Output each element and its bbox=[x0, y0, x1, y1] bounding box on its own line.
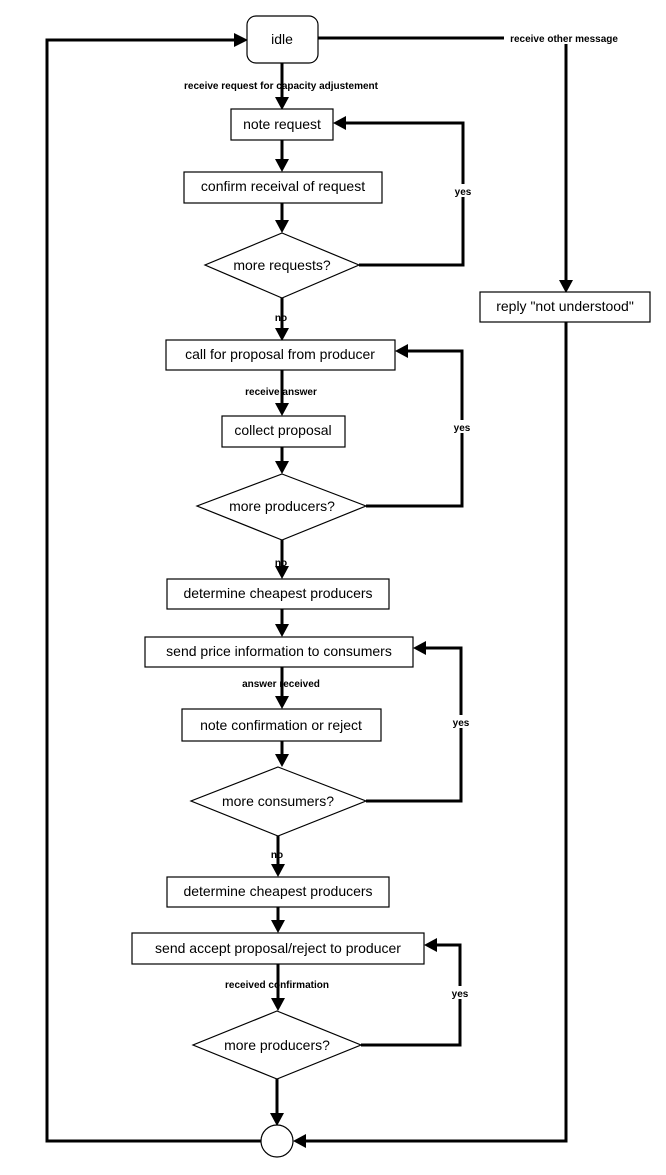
yes-requests-bg bbox=[452, 184, 474, 197]
loop-back-edge bbox=[45, 38, 262, 1143]
arrowhead bbox=[275, 159, 289, 172]
arrowhead bbox=[271, 920, 285, 933]
yes-producers2-bg bbox=[448, 986, 472, 999]
send-accept-box bbox=[131, 932, 425, 965]
collect-proposal-label: collect proposal bbox=[234, 422, 331, 438]
confirm-receival-label: confirm receival of request bbox=[201, 178, 365, 194]
receive-request-label: receive request for capacity adjustement bbox=[184, 81, 379, 92]
more-producers-decision-1 bbox=[195, 473, 368, 541]
determine-cheapest-label-2: determine cheapest producers bbox=[183, 883, 372, 899]
received-confirmation-label: received confirmation bbox=[225, 980, 329, 991]
other-message-edge bbox=[318, 36, 568, 282]
note-confirmation-label: note confirmation or reject bbox=[200, 717, 362, 733]
arrowhead bbox=[275, 220, 289, 233]
send-price-info-box bbox=[144, 636, 414, 668]
more-producers-decision-2 bbox=[191, 1010, 363, 1080]
send-accept-label: send accept proposal/reject to producer bbox=[155, 940, 401, 956]
determine-cheapest-box-1 bbox=[166, 578, 390, 610]
arrowhead bbox=[275, 97, 289, 110]
arrowhead bbox=[559, 280, 573, 293]
more-producers-label-1: more producers? bbox=[229, 498, 335, 514]
note-request-label: note request bbox=[243, 116, 321, 132]
producers1-yes-loop-edge bbox=[366, 349, 464, 508]
arrowhead bbox=[275, 403, 289, 416]
reply-not-understood-label: reply "not understood" bbox=[496, 298, 634, 314]
no-requests-label: no bbox=[275, 313, 287, 324]
reply-to-end-edge bbox=[304, 322, 568, 1143]
arrowhead bbox=[275, 696, 289, 709]
yes-requests-label: yes bbox=[455, 187, 472, 198]
end-state bbox=[260, 1124, 294, 1158]
collect-proposal-box bbox=[221, 415, 346, 448]
arrowhead bbox=[271, 998, 285, 1011]
arrowhead bbox=[234, 33, 248, 47]
note-request-box bbox=[230, 108, 334, 141]
confirm-receival-box bbox=[183, 171, 383, 204]
arrowhead bbox=[293, 1134, 306, 1148]
idle-state bbox=[246, 15, 319, 64]
yes-producers1-bg bbox=[450, 420, 474, 433]
more-consumers-label: more consumers? bbox=[222, 793, 334, 809]
arrowhead bbox=[395, 344, 408, 358]
more-requests-label: more requests? bbox=[233, 257, 330, 273]
arrowhead bbox=[333, 116, 346, 130]
arrowhead bbox=[424, 938, 437, 952]
yes-producers1-label: yes bbox=[454, 423, 471, 434]
arrowhead bbox=[271, 864, 285, 877]
call-for-proposal-label: call for proposal from producer bbox=[185, 346, 375, 362]
arrowhead bbox=[270, 1113, 284, 1126]
determine-cheapest-box-2 bbox=[166, 876, 390, 908]
answer-received-label: answer received bbox=[242, 679, 320, 690]
more-requests-decision bbox=[203, 232, 361, 299]
receive-other-message-label: receive other message bbox=[510, 34, 618, 45]
no-producers1-label: no bbox=[275, 558, 287, 569]
send-price-info-label: send price information to consumers bbox=[166, 643, 392, 659]
arrowhead bbox=[275, 566, 289, 579]
other-message-label-bg bbox=[504, 31, 624, 44]
more-consumers-decision bbox=[189, 766, 368, 837]
idle-label: idle bbox=[271, 31, 293, 47]
arrowhead bbox=[413, 641, 426, 655]
reply-not-understood-box bbox=[479, 291, 651, 323]
arrowhead bbox=[275, 461, 289, 474]
arrowhead bbox=[275, 754, 289, 767]
yes-consumers-label: yes bbox=[453, 718, 470, 729]
call-for-proposal-box bbox=[165, 339, 396, 371]
receive-answer-label: receive answer bbox=[245, 387, 317, 398]
yes-producers2-label: yes bbox=[452, 989, 469, 1000]
no-consumers-label: no bbox=[271, 850, 283, 861]
determine-cheapest-label-1: determine cheapest producers bbox=[183, 585, 372, 601]
yes-consumers-bg bbox=[449, 715, 473, 728]
arrowhead bbox=[275, 624, 289, 637]
arrowhead bbox=[275, 328, 289, 341]
note-confirmation-box bbox=[181, 708, 382, 742]
more-producers-label-2: more producers? bbox=[224, 1037, 330, 1053]
